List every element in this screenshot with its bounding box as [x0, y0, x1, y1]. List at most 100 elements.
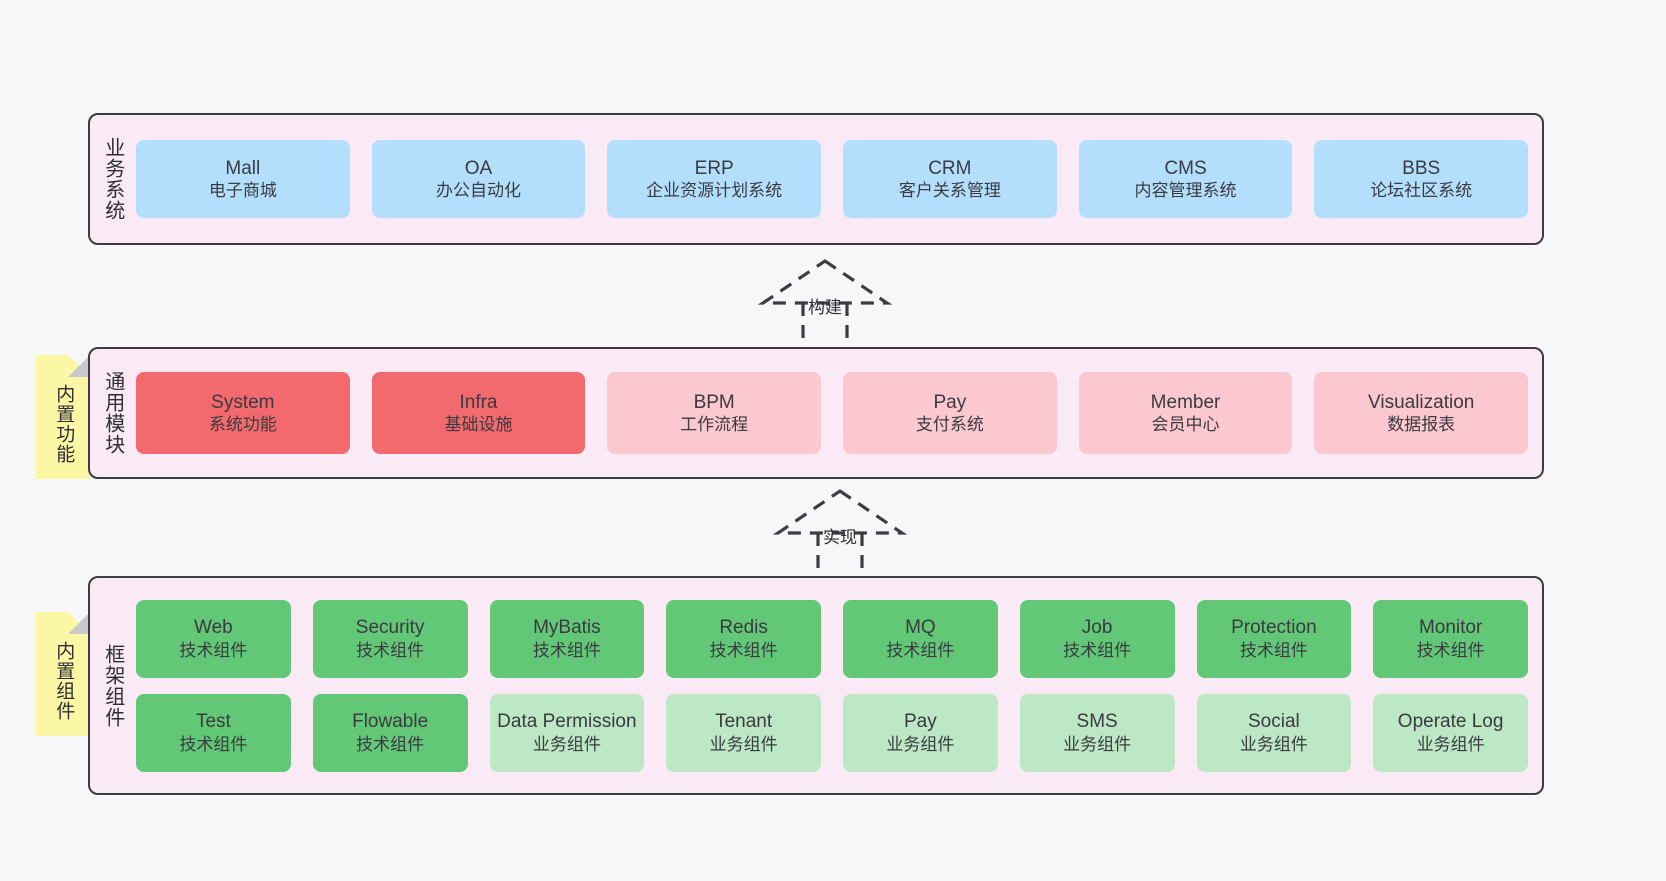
node-name: Member	[1150, 391, 1221, 413]
node-name: Pay	[933, 391, 967, 413]
node-subtitle: 基础设施	[444, 415, 513, 435]
node-cms[interactable]: CMS 内容管理系统	[1078, 140, 1293, 218]
node-name: OA	[464, 157, 493, 179]
node-name: Test	[195, 711, 231, 733]
node-subtitle: 支付系统	[915, 415, 984, 435]
node-job[interactable]: Job 技术组件	[1019, 599, 1175, 678]
node-subtitle: 技术组件	[179, 640, 248, 660]
node-name: CMS	[1164, 157, 1207, 179]
node-bpm[interactable]: BPM 工作流程	[607, 372, 822, 454]
node-subtitle: 技术组件	[886, 640, 955, 660]
node-subtitle: 会员中心	[1151, 415, 1220, 435]
node-name: Security	[355, 617, 425, 639]
node-name: CRM	[928, 157, 972, 179]
node-subtitle: 技术组件	[709, 640, 778, 660]
node-subtitle: 内容管理系统	[1134, 181, 1237, 201]
node-subtitle: 技术组件	[532, 640, 601, 660]
node-subtitle: 技术组件	[1239, 640, 1308, 660]
node-subtitle: 客户关系管理	[898, 181, 1001, 201]
note-label: 内置功能	[53, 384, 75, 464]
node-protection[interactable]: Protection 技术组件	[1196, 599, 1352, 678]
node-subtitle: 业务组件	[886, 734, 955, 754]
note-builtin-component: 内置组件	[36, 612, 90, 736]
node-sms[interactable]: SMS 业务组件	[1019, 693, 1175, 772]
node-name: Protection	[1231, 617, 1317, 639]
connector-build: 构建	[735, 255, 915, 351]
node-security[interactable]: Security 技术组件	[312, 599, 468, 678]
node-name: BPM	[693, 391, 735, 413]
node-mall[interactable]: Mall 电子商城	[136, 140, 350, 218]
node-subtitle: 技术组件	[179, 734, 248, 754]
node-data-permission[interactable]: Data Permission 业务组件	[489, 693, 645, 772]
node-pay-module[interactable]: Pay 支付系统	[843, 372, 1057, 454]
node-web[interactable]: Web 技术组件	[136, 599, 291, 678]
node-name: SMS	[1076, 711, 1118, 733]
node-operate-log[interactable]: Operate Log 业务组件	[1373, 693, 1528, 772]
node-name: Mall	[225, 157, 261, 179]
node-subtitle: 系统功能	[208, 415, 277, 435]
node-redis[interactable]: Redis 技术组件	[666, 599, 821, 678]
node-social[interactable]: Social 业务组件	[1196, 693, 1352, 772]
layer-title-framework: 框架组件	[101, 643, 124, 728]
node-mybatis[interactable]: MyBatis 技术组件	[489, 599, 645, 678]
node-name: Job	[1081, 617, 1113, 639]
connector-label-build: 构建	[808, 298, 842, 317]
note-label: 内置组件	[53, 641, 75, 721]
node-row: Mall 电子商城 OA 办公自动化 ERP 企业资源计划系统 CRM 客户关系…	[136, 140, 1529, 218]
node-name: BBS	[1402, 157, 1441, 179]
connector-implement: 实现	[750, 485, 930, 581]
layer-common-module: 通用模块 System 系统功能 Infra 基础设施 BPM 工作流程 Pay…	[88, 347, 1544, 479]
layer-business-system: 业务系统 Mall 电子商城 OA 办公自动化 ERP 企业资源计划系统 CRM…	[88, 113, 1544, 245]
node-member[interactable]: Member 会员中心	[1078, 372, 1293, 454]
node-visualization[interactable]: Visualization 数据报表	[1314, 372, 1529, 454]
note-builtin-function: 内置功能	[36, 355, 90, 479]
node-name: System	[211, 391, 275, 413]
node-row: System 系统功能 Infra 基础设施 BPM 工作流程 Pay 支付系统…	[136, 372, 1529, 454]
node-erp[interactable]: ERP 企业资源计划系统	[607, 140, 822, 218]
node-system[interactable]: System 系统功能	[136, 372, 350, 454]
node-name: Data Permission	[497, 711, 637, 733]
node-monitor[interactable]: Monitor 技术组件	[1373, 599, 1528, 678]
node-name: MyBatis	[533, 617, 601, 639]
node-bbs[interactable]: BBS 论坛社区系统	[1314, 140, 1529, 218]
node-name: ERP	[694, 157, 734, 179]
node-name: Web	[194, 617, 233, 639]
node-subtitle: 业务组件	[532, 734, 601, 754]
layer-body-framework: Web 技术组件 Security 技术组件 MyBatis 技术组件 Redi…	[134, 578, 1542, 793]
node-subtitle: 业务组件	[1239, 734, 1308, 754]
node-subtitle: 数据报表	[1387, 415, 1456, 435]
node-name: Social	[1248, 711, 1300, 733]
node-name: Infra	[459, 391, 498, 413]
node-subtitle: 工作流程	[680, 415, 749, 435]
node-name: Tenant	[715, 711, 773, 733]
connector-label-implement: 实现	[823, 528, 857, 547]
node-row: Web 技术组件 Security 技术组件 MyBatis 技术组件 Redi…	[136, 599, 1528, 678]
layer-title-business: 业务系统	[101, 137, 124, 221]
node-subtitle: 办公自动化	[436, 181, 521, 201]
node-pay-component[interactable]: Pay 业务组件	[843, 693, 998, 772]
node-crm[interactable]: CRM 客户关系管理	[843, 140, 1057, 218]
node-name: Monitor	[1418, 617, 1483, 639]
node-subtitle: 论坛社区系统	[1370, 181, 1473, 201]
node-subtitle: 业务组件	[1416, 734, 1485, 754]
layer-body-business: Mall 电子商城 OA 办公自动化 ERP 企业资源计划系统 CRM 客户关系…	[134, 115, 1542, 243]
node-name: MQ	[905, 617, 936, 639]
node-subtitle: 企业资源计划系统	[646, 181, 783, 201]
node-subtitle: 电子商城	[208, 181, 277, 201]
node-row: Test 技术组件 Flowable 技术组件 Data Permission …	[136, 693, 1528, 772]
node-flowable[interactable]: Flowable 技术组件	[312, 693, 468, 772]
layer-title-common: 通用模块	[101, 371, 124, 455]
node-tenant[interactable]: Tenant 业务组件	[666, 693, 821, 772]
node-name: Pay	[904, 711, 937, 733]
node-infra[interactable]: Infra 基础设施	[371, 372, 586, 454]
node-oa[interactable]: OA 办公自动化	[371, 140, 586, 218]
node-subtitle: 技术组件	[356, 640, 425, 660]
node-subtitle: 业务组件	[1063, 734, 1132, 754]
node-name: Operate Log	[1397, 711, 1504, 733]
layer-body-common: System 系统功能 Infra 基础设施 BPM 工作流程 Pay 支付系统…	[134, 349, 1542, 477]
layer-framework-component: 框架组件 Web 技术组件 Security 技术组件 MyBatis 技术组件…	[88, 576, 1544, 795]
node-mq[interactable]: MQ 技术组件	[843, 599, 998, 678]
node-test[interactable]: Test 技术组件	[136, 693, 291, 772]
node-subtitle: 技术组件	[1063, 640, 1132, 660]
